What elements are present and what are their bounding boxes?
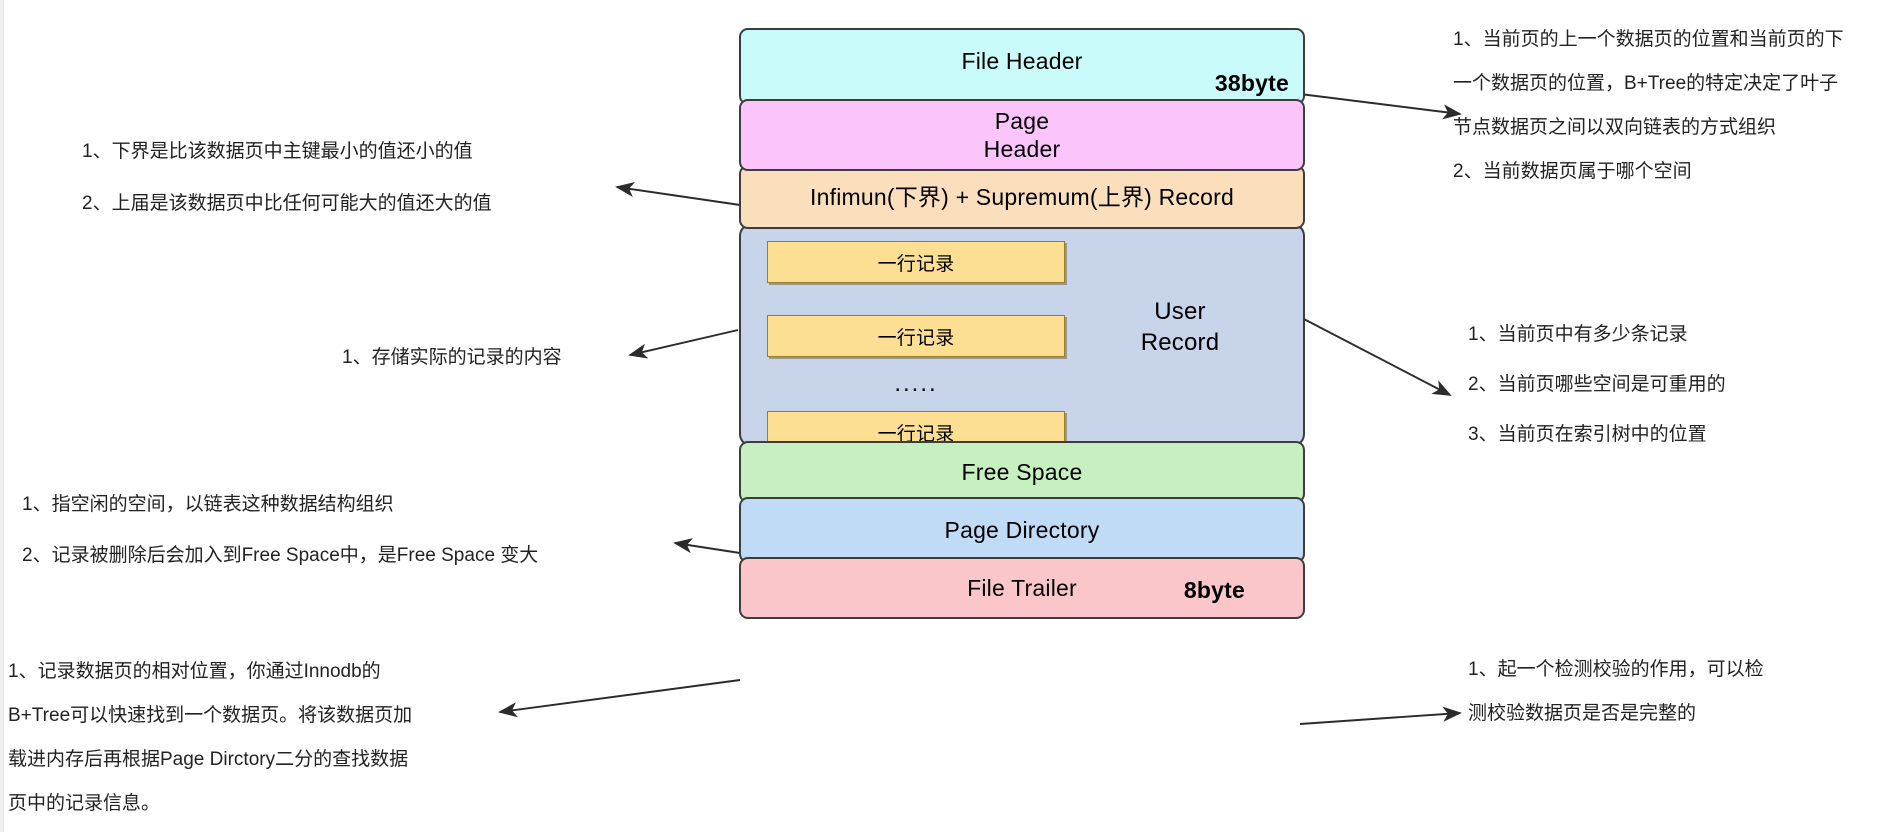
block-infimum-supremum[interactable]: Infimun(下界) + Supremum(上界) Record — [739, 165, 1305, 229]
record-row[interactable]: 一行记录 — [767, 315, 1065, 357]
arrow-file-header-right — [1299, 93, 1462, 120]
annotation-infimum-left-line1: 1、下界是比该数据页中主键最小的值还小的值 — [82, 141, 473, 162]
arrow-infimum-left — [615, 181, 741, 206]
file-trailer-size: 8byte — [1183, 577, 1245, 603]
annotation-user-record-left-line1: 1、存储实际的记录的内容 — [342, 347, 562, 368]
arrow-user-record-left — [628, 329, 739, 359]
page-header-label-line2: Header — [983, 136, 1061, 162]
file-header-label: File Header — [961, 48, 1083, 74]
annotation-page-header-right-line1: 1、当前页中有多少条记录 — [1468, 324, 1688, 345]
user-record-label: User Record — [1105, 297, 1255, 358]
annotation-page-directory-left-line2: B+Tree可以快速找到一个数据页。将该数据页加 — [8, 705, 413, 726]
infimum-supremum-label: Infimun(下界) + Supremum(上界) Record — [810, 183, 1234, 210]
block-free-space[interactable]: Free Space — [739, 441, 1305, 503]
annotation-file-header-right-line3: 节点数据页之间以双向链表的方式组织 — [1453, 117, 1777, 138]
annotation-infimum-left-line2: 2、上届是该数据页中比任何可能大的值还大的值 — [82, 193, 492, 214]
block-file-trailer[interactable]: File Trailer 8byte — [739, 557, 1305, 619]
annotation-file-header-right-line1: 1、当前页的上一个数据页的位置和当前页的下 — [1453, 29, 1844, 50]
page-header-label: Page Header — [984, 107, 1061, 163]
file-trailer-label: File Trailer — [967, 574, 1077, 601]
block-page-header[interactable]: Page Header — [739, 99, 1305, 171]
page-directory-label: Page Directory — [944, 516, 1100, 543]
user-record-label-line1: User — [1154, 298, 1206, 325]
user-record-label-line2: Record — [1140, 328, 1220, 356]
record-row-label: 一行记录 — [877, 423, 955, 445]
arrow-page-directory-left — [498, 679, 741, 718]
block-page-directory[interactable]: Page Directory — [739, 497, 1305, 563]
arrow-free-space-left — [673, 538, 741, 554]
annotation-file-header-right-line4: 2、当前数据页属于哪个空间 — [1453, 161, 1692, 182]
annotation-page-header-right-line3: 3、当前页在索引树中的位置 — [1468, 424, 1707, 445]
record-row[interactable]: 一行记录 — [767, 241, 1065, 283]
annotation-page-header-right-line2: 2、当前页哪些空间是可重用的 — [1468, 374, 1726, 395]
annotation-page-directory-left-line4: 页中的记录信息。 — [8, 793, 161, 814]
free-space-label: Free Space — [961, 458, 1083, 485]
annotation-free-space-left-line1: 1、指空闲的空间，以链表这种数据结构组织 — [22, 494, 394, 515]
page-header-label-line1: Page — [994, 107, 1050, 134]
arrow-page-header-right — [1299, 316, 1452, 396]
annotation-file-trailer-right-line2: 测校验数据页是否是完整的 — [1468, 703, 1697, 724]
record-rows-ellipsis: ..... — [894, 370, 938, 397]
page-structure-stack: File Header 38byte Page Header Infimun(下… — [739, 28, 1305, 619]
annotation-file-trailer-right-line1: 1、起一个检测校验的作用，可以检 — [1468, 659, 1764, 680]
record-row-label: 一行记录 — [877, 253, 955, 275]
block-user-record[interactable]: 一行记录 一行记录 ..... 一行记录 User Record — [739, 223, 1305, 453]
record-row-label: 一行记录 — [877, 327, 955, 349]
annotation-free-space-left-line2: 2、记录被删除后会加入到Free Space中，是Free Space 变大 — [22, 545, 539, 566]
annotation-page-directory-left-line1: 1、记录数据页的相对位置，你通过Innodb的 — [8, 661, 381, 682]
arrow-file-trailer-right — [1299, 706, 1462, 725]
annotation-file-header-right-line2: 一个数据页的位置，B+Tree的特定决定了叶子 — [1453, 73, 1839, 94]
annotation-page-directory-left-line3: 载进内存后再根据Page Dirctory二分的查找数据 — [8, 749, 409, 770]
file-header-size: 38byte — [1214, 70, 1289, 96]
page-left-edge — [0, 0, 4, 832]
block-file-header[interactable]: File Header 38byte — [739, 28, 1305, 105]
